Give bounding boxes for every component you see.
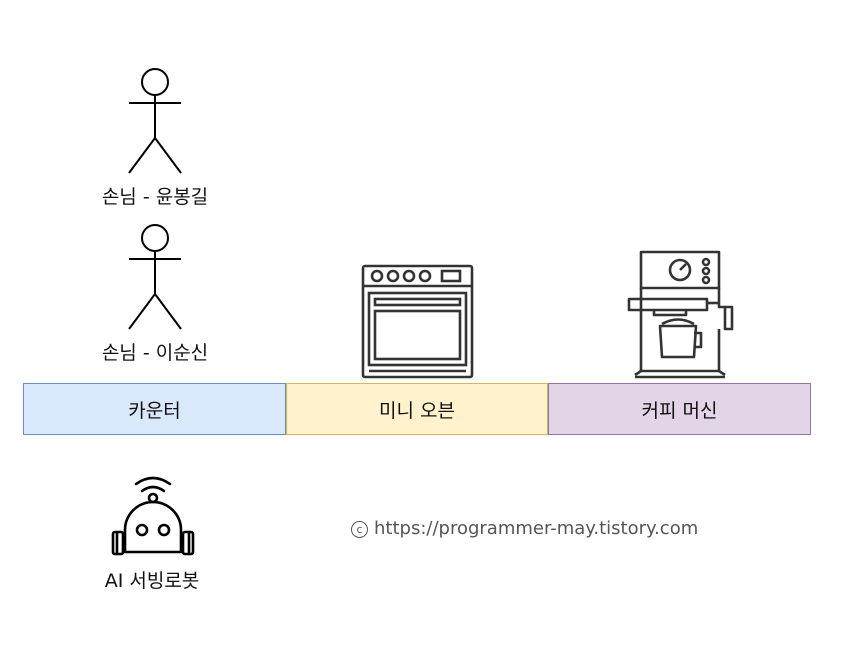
oven-icon <box>361 264 474 379</box>
coffee-machine-icon <box>627 250 734 379</box>
actor-figure-1 <box>128 68 182 174</box>
copyright-notice: c https://programmer-may.tistory.com <box>351 518 698 540</box>
copyright-url: https://programmer-may.tistory.com <box>374 518 699 539</box>
robot-icon <box>111 476 195 556</box>
actor-label-2: 손님 - 이순신 <box>101 342 209 364</box>
actor-label-1: 손님 - 윤봉길 <box>101 186 209 208</box>
copyright-icon: c <box>351 520 368 538</box>
actor-figure-2 <box>128 224 182 330</box>
station-mini-oven: 미니 오븐 <box>286 383 548 435</box>
station-counter-label: 카운터 <box>128 399 181 422</box>
station-coffee-machine: 커피 머신 <box>548 383 811 435</box>
station-counter: 카운터 <box>23 383 286 435</box>
robot-label: AI 서빙로봇 <box>104 570 200 592</box>
station-coffee-machine-label: 커피 머신 <box>641 399 718 422</box>
station-mini-oven-label: 미니 오븐 <box>379 399 455 422</box>
